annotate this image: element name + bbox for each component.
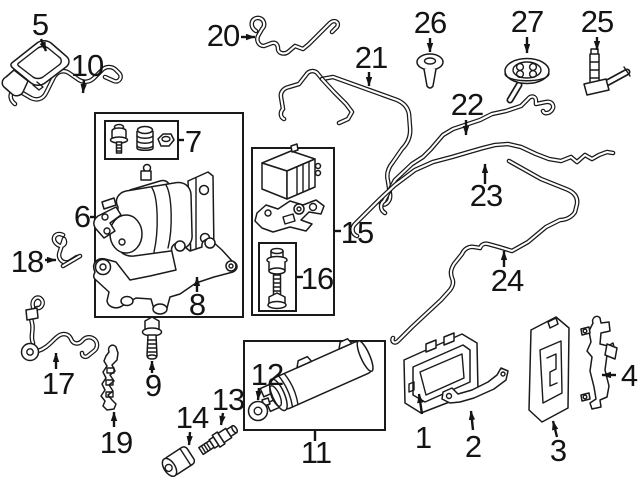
callout-2-arrow xyxy=(468,410,476,431)
part-15-bracket xyxy=(254,199,325,233)
part-12-grommet xyxy=(247,397,271,422)
callout-5-label: 5 xyxy=(32,7,48,42)
callout-14-label: 14 xyxy=(176,400,209,435)
callout-17-label: 17 xyxy=(42,366,74,401)
callout-20-label: 20 xyxy=(207,18,240,53)
callout-8-label: 8 xyxy=(189,287,205,322)
part-25-valve-fitting xyxy=(583,48,631,96)
callout-6-label: 6 xyxy=(74,199,90,234)
group-box-6 xyxy=(94,112,244,318)
part-26-fastener xyxy=(416,53,444,89)
callout-22-label: 22 xyxy=(451,87,483,122)
callouts: 1 2 3 4 5 6 7 8 9 10 11 12 13 14 15 16 1… xyxy=(11,4,639,470)
callout-25-label: 25 xyxy=(581,4,613,39)
callout-3-arrow xyxy=(551,420,559,438)
part-11-air-tank xyxy=(259,338,374,413)
callout-1-arrow xyxy=(417,393,424,415)
callout-12-label: 12 xyxy=(251,357,283,392)
callout-18-label: 18 xyxy=(11,244,43,279)
part-27-cap xyxy=(504,57,550,101)
callout-1-label: 1 xyxy=(415,420,431,455)
part-6-compressor xyxy=(93,163,215,264)
callout-16-label: 16 xyxy=(301,261,333,296)
part-19-bracket xyxy=(100,344,119,411)
callout-21-label: 21 xyxy=(355,40,387,75)
callout-4-label: 4 xyxy=(621,358,638,393)
callout-3-label: 3 xyxy=(550,433,566,468)
callout-24-label: 24 xyxy=(491,263,524,298)
part-9-bolt xyxy=(141,316,163,360)
callout-10-label: 10 xyxy=(71,48,104,83)
part-1-module xyxy=(403,332,479,414)
callout-13-label: 13 xyxy=(212,382,244,417)
part-16-bushing-bolt xyxy=(266,247,288,310)
callout-10-arrow xyxy=(80,79,87,94)
callout-14-arrow xyxy=(186,431,193,446)
callout-23-label: 23 xyxy=(470,178,502,213)
callout-26-label: 26 xyxy=(414,5,446,40)
part-8-bracket xyxy=(92,237,238,315)
callout-15-label: 15 xyxy=(341,215,373,250)
callout-2-label: 2 xyxy=(465,429,481,464)
callout-5-arrow xyxy=(39,38,48,52)
callout-19-label: 19 xyxy=(100,425,132,460)
group-box-11 xyxy=(243,340,386,431)
callout-13-arrow xyxy=(219,412,226,426)
part-5-sensor-module xyxy=(1,40,70,97)
callout-27-label: 27 xyxy=(511,4,543,39)
callout-11-label: 11 xyxy=(301,435,331,470)
part-14-sleeve xyxy=(161,446,196,478)
callout-9-label: 9 xyxy=(145,368,161,403)
part-7-valve-kit xyxy=(109,123,175,154)
part-4-bracket xyxy=(580,315,618,410)
part-3-module xyxy=(528,316,570,423)
part-15-solenoid-block xyxy=(261,143,322,200)
part-20-tube-clip xyxy=(252,18,338,54)
part-13-stud xyxy=(198,424,239,456)
callout-7-label: 7 xyxy=(185,124,201,159)
part-17-hose xyxy=(20,298,98,362)
part-18-clip xyxy=(54,234,80,266)
callout-12-arrow xyxy=(255,387,262,401)
part-2-bracket xyxy=(441,367,509,404)
